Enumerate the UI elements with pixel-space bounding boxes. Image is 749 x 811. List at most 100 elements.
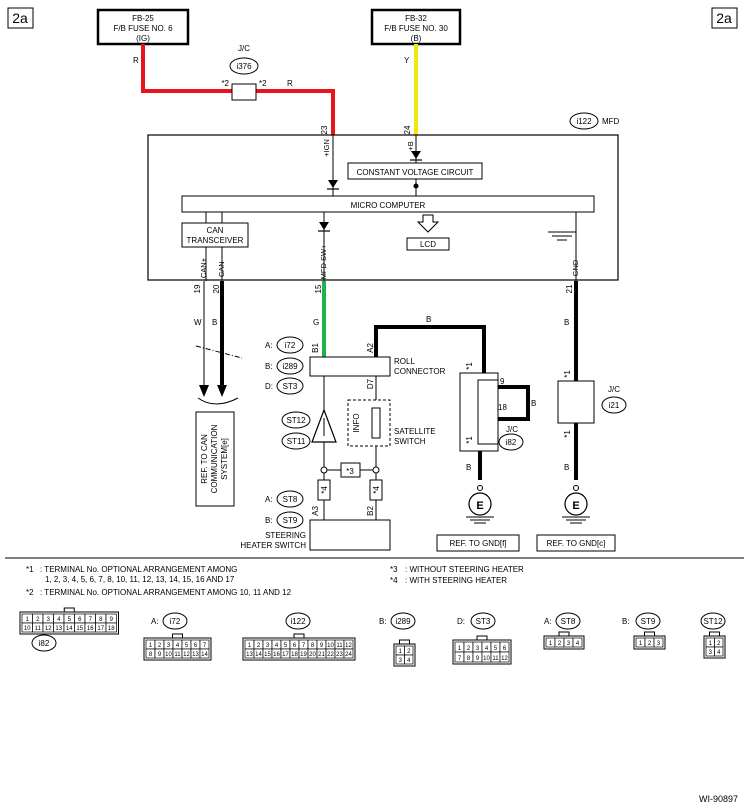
connector-pin-9: 9 [476, 656, 480, 662]
connector-id-ST9: ST9 [641, 617, 656, 626]
connector-pin-12: 12 [45, 626, 52, 632]
mfd-name: MFD [602, 117, 620, 126]
connector-pin-11: 11 [336, 643, 343, 649]
page-tag-right-box [711, 7, 738, 29]
connector-badge-ST12 [700, 612, 726, 630]
jc-i82-id: i82 [506, 438, 517, 447]
pin-name-ign: +IGN [322, 139, 331, 157]
micro-computer-label: MICRO COMPUTER [351, 201, 426, 210]
cvc-box [347, 162, 483, 180]
connector-pin-9: 9 [320, 643, 324, 649]
connector-badge-ST3 [470, 612, 496, 630]
wire-label-b-i21: B [564, 318, 569, 327]
connector-pin-18: 18 [291, 652, 298, 658]
roll-connector-line1: ROLL [394, 357, 415, 366]
connector-pin-1: 1 [26, 617, 30, 623]
svg-text:E: E [476, 500, 483, 512]
connector-pin-24: 24 [345, 652, 352, 658]
connector-pin-9: 9 [110, 617, 114, 623]
note-4-mark: *4 [390, 576, 398, 585]
connector-pin-16: 16 [87, 626, 94, 632]
connector-pin-1: 1 [458, 646, 462, 652]
connector-pin-1: 1 [639, 641, 643, 647]
can-transceiver-line2: TRANSCEIVER [187, 236, 244, 245]
connector-pin-4: 4 [275, 643, 279, 649]
star4-box-a [317, 479, 331, 501]
connector-pin-15: 15 [76, 626, 83, 632]
connector-id-i82: i82 [39, 639, 50, 648]
gnd-c-ref: REF. TO GND[c] [547, 539, 606, 548]
connector-id-ST12: ST12 [703, 617, 723, 626]
st11-id: ST11 [287, 437, 306, 446]
gnd-f-ref-box [436, 534, 520, 552]
connector-pin-8: 8 [99, 617, 103, 623]
pin-name-b: +B [406, 141, 415, 150]
steering-heater-line2: HEATER SWITCH [240, 541, 306, 550]
note-3-mark: *3 [390, 565, 398, 574]
connector-pin-11: 11 [174, 652, 181, 658]
wire-label-w: W [194, 318, 202, 327]
connector-pin-10: 10 [165, 652, 172, 658]
connector-badge-ST8 [555, 612, 581, 630]
connector-pin-5: 5 [185, 643, 189, 649]
heater-b-id: ST9 [283, 516, 298, 525]
star4-box-b [369, 479, 383, 501]
roll-b-prefix: B: [265, 362, 273, 371]
jc-i21-star-top: *1 [563, 370, 572, 378]
wire-label-b-gnd-f: B [466, 463, 471, 472]
connector-pin-2: 2 [407, 649, 411, 655]
jc-i82-star-top: *1 [465, 362, 474, 370]
connector-pin-3: 3 [657, 641, 661, 647]
connector-pin-3: 3 [399, 658, 403, 664]
pin-21: 21 [565, 284, 574, 293]
connector-badge-i122 [285, 612, 311, 630]
connector-pin-1: 1 [149, 643, 153, 649]
connector-pin-4: 4 [576, 641, 580, 647]
connector-pin-19: 19 [300, 652, 307, 658]
jc-i376-label: J/C [238, 44, 250, 53]
can-break-line [195, 345, 243, 359]
pin-24: 24 [403, 125, 412, 134]
heater-b-prefix: B: [265, 516, 273, 525]
page-tag-left-box [7, 7, 34, 29]
jc-i21-badge [601, 396, 627, 414]
connector-pin-18: 18 [108, 626, 115, 632]
star3-box [340, 462, 361, 478]
connector-pin-6: 6 [194, 643, 198, 649]
heater-pin-b2: B2 [366, 506, 375, 516]
connector-pin-11: 11 [35, 626, 42, 632]
connector-pin-12: 12 [183, 652, 190, 658]
pin-23: 23 [320, 125, 329, 134]
connector-pin-11: 11 [492, 656, 499, 662]
star3-label: *3 [346, 467, 354, 476]
connector-cell [653, 637, 664, 648]
star4-label-b: *4 [372, 486, 381, 494]
star4-label-a: *4 [320, 486, 329, 494]
connector-pin-3: 3 [709, 650, 713, 656]
connector-prefix: A: [544, 617, 552, 626]
steering-heater-line1: STEERING [265, 531, 306, 540]
connector-pin-8: 8 [149, 652, 153, 658]
cvc-label: CONSTANT VOLTAGE CIRCUIT [357, 168, 474, 177]
connector-id-i289: i289 [395, 617, 411, 626]
connector-pin-7: 7 [458, 656, 462, 662]
connector-pin-22: 22 [327, 652, 334, 658]
can-arrow-w [199, 385, 209, 397]
jc-i376-badge [229, 57, 259, 75]
roll-d-id: ST3 [283, 382, 298, 391]
connector-pin-14: 14 [201, 652, 208, 658]
note-1-line2: 1, 2, 3, 4, 5, 6, 7, 8, 10, 11, 12, 13, … [45, 575, 235, 584]
connector-cell [343, 648, 354, 659]
wire-label-b-can: B [212, 318, 217, 327]
can-ref-line2: COMMUNICATION [210, 424, 219, 493]
st12-id: ST12 [286, 416, 306, 425]
connector-pin-3: 3 [167, 643, 171, 649]
pin-20: 20 [212, 284, 221, 293]
micro-computer-box [181, 195, 595, 213]
connector-prefix: A: [151, 617, 159, 626]
jc-i21-label: J/C [608, 385, 620, 394]
note-1-mark: *1 [26, 565, 34, 574]
heater-b-badge [276, 511, 304, 529]
connector-pin-5: 5 [284, 643, 288, 649]
